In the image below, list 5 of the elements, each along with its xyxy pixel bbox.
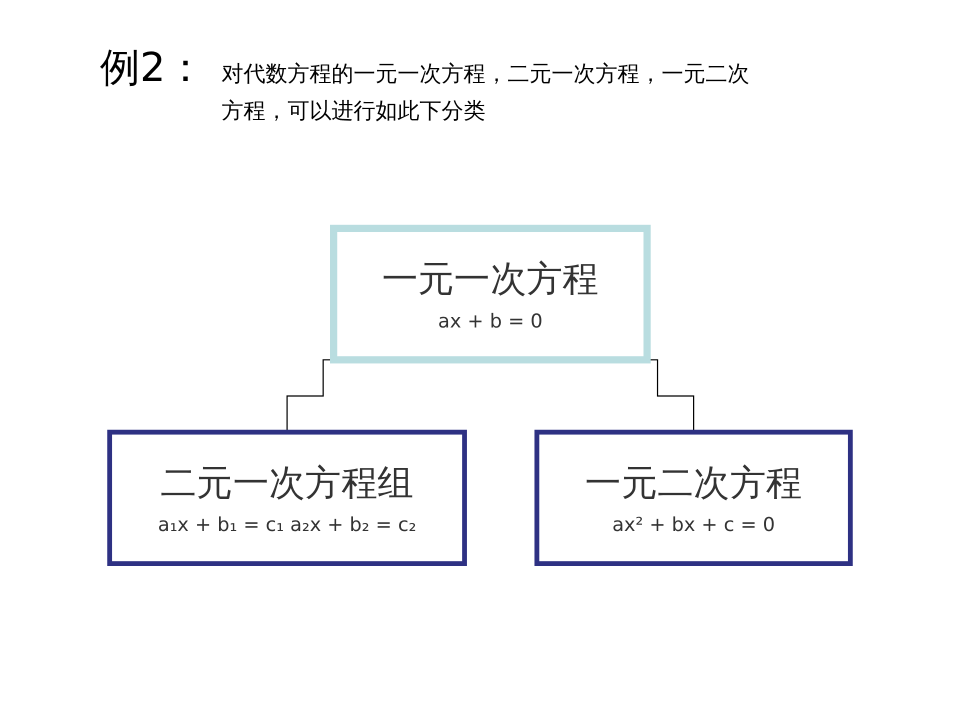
node-box: 二元一次方程组 a₁x + b₁ = c₁ a₂x + b₂ = c₂ [107,430,467,566]
node-box: 一元二次方程 ax² + bx + c = 0 [534,430,853,566]
node-box: 一元一次方程 ax + b = 0 [330,224,651,364]
title: 例2： [100,44,206,93]
note-text: 对代数方程的一元一次方程，二元一次方程，一元二次方程，可以进行如此下分类 [221,61,750,126]
